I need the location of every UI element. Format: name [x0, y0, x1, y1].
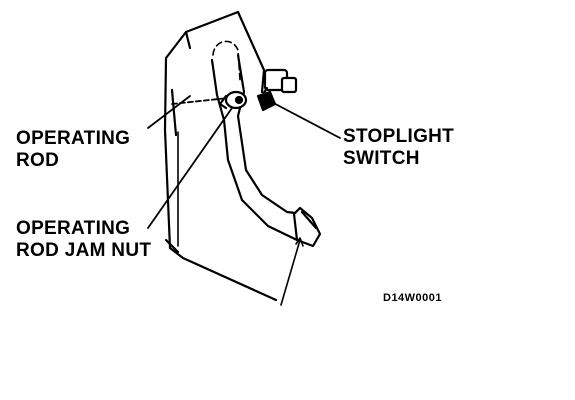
- operating-rod-clevis: [218, 90, 248, 110]
- operating-rod-jam-nut-label: OPERATING ROD JAM NUT: [16, 218, 152, 261]
- pedal-support-bracket: [163, 10, 278, 302]
- brake-pedal-pad: [292, 206, 322, 248]
- hidden-pedal-arm-outline: [212, 40, 241, 81]
- operating-rod-label: OPERATING ROD: [16, 128, 131, 171]
- operating-rod-leader: [147, 95, 191, 129]
- stoplight-switch-leader: [263, 97, 341, 139]
- operating-rod-jam-nut-leader: [147, 107, 233, 229]
- stoplight-switch: [256, 68, 298, 112]
- pedal-height-dimension: [280, 237, 304, 306]
- figure-code: D14W0001: [383, 292, 443, 304]
- brake-pedal-arm: [210, 53, 306, 242]
- stoplight-switch-label: STOPLIGHT SWITCH: [343, 126, 455, 169]
